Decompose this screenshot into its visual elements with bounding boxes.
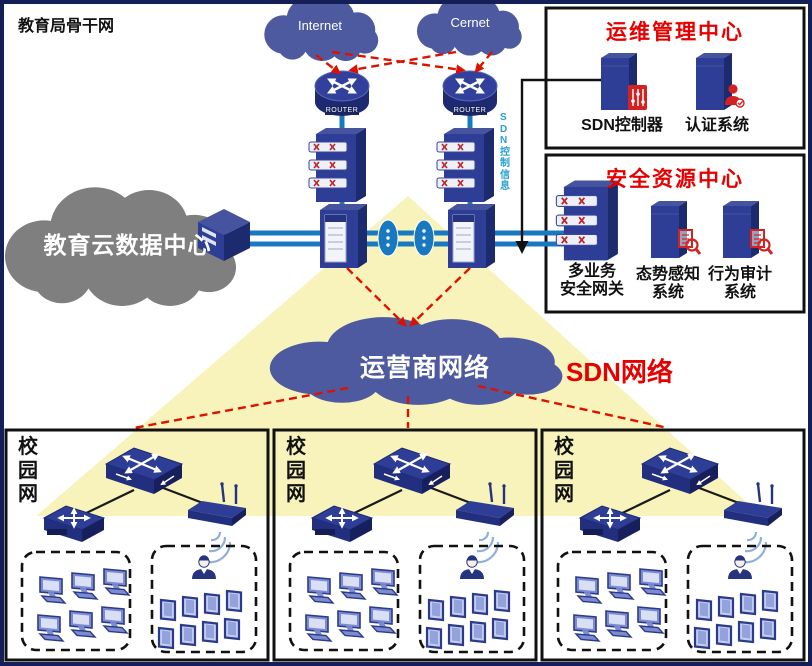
ops-center-title: 运维管理中心 <box>606 21 744 44</box>
sdn-control-flow-arrow <box>515 78 601 254</box>
security-item-gateway-label: 多业务 安全网关 <box>542 263 642 300</box>
red-dashed-links <box>133 50 669 430</box>
router-label-left: ROUTER <box>325 107 359 114</box>
security-item-awareness-line2: 系统 <box>651 284 684 302</box>
security-item-awareness-label: 态势感知 系统 <box>618 266 718 303</box>
sdn-network-label: SDN网络 <box>566 357 673 387</box>
core-switch-right-icon <box>436 127 495 203</box>
cernet-cloud-label: Cernet <box>450 15 490 30</box>
page-title: 教育局骨干网 <box>18 18 115 35</box>
campus-label-3: 校园网 <box>554 436 574 506</box>
fiber-link-nodes <box>377 219 435 257</box>
security-item-audit-line2: 系统 <box>723 284 756 302</box>
sdn-control-flow-label: SDN控制信息 <box>500 112 510 192</box>
datacenter-cloud-label: 教育云数据中心 <box>43 232 212 258</box>
ops-item-auth-system-label: 认证系统 <box>684 117 749 134</box>
security-item-gateway-line1: 多业务 <box>567 263 616 280</box>
security-center-title: 安全资源中心 <box>606 168 744 191</box>
ops-center-box <box>544 6 806 150</box>
router-label-right: ROUTER <box>453 107 487 114</box>
carrier-cloud-label: 运营商网络 <box>359 354 490 382</box>
security-item-awareness-line1: 态势感知 <box>635 266 700 283</box>
core-switch-left-icon <box>308 127 367 203</box>
security-item-audit-line1: 行为审计 <box>707 266 772 283</box>
internet-cloud-label: Internet <box>297 18 343 33</box>
ops-item-sdn-controller-label: SDN控制器 <box>581 117 663 134</box>
security-gateway-left-icon <box>319 203 368 269</box>
security-gateway-right-icon <box>447 203 496 269</box>
security-item-audit-label: 行为审计 系统 <box>690 266 790 303</box>
security-item-gateway-line2: 安全网关 <box>559 281 624 299</box>
campus-label-1: 校园网 <box>18 436 38 506</box>
campus-label-2: 校园网 <box>286 436 306 506</box>
